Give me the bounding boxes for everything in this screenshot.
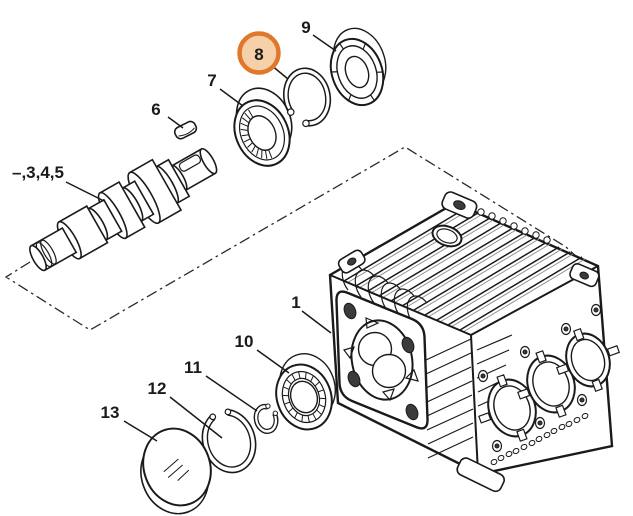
housing-bolt-holes	[477, 303, 602, 453]
callout-3-4-5[interactable]: –,3,4,5	[12, 163, 105, 202]
retaining-ring-drawing	[282, 67, 332, 128]
bearing-10-drawing	[275, 353, 336, 431]
callout-label-10: 10	[235, 332, 254, 351]
leader-line	[65, 181, 105, 202]
leader-line	[219, 88, 244, 107]
callout-label-1: 1	[291, 293, 300, 312]
leader-line	[205, 375, 258, 412]
callout-6[interactable]: 6	[151, 100, 184, 129]
leader-line	[256, 349, 290, 374]
cover-cap-drawing	[140, 427, 212, 515]
filler-plug	[431, 224, 463, 248]
cylinder-bore	[555, 327, 621, 393]
mounting-lug	[337, 249, 366, 274]
leader-line	[123, 420, 158, 442]
leader-line	[312, 34, 337, 52]
snap-ring-drawing	[201, 408, 257, 474]
housing-foot	[456, 457, 505, 493]
callout-13[interactable]: 13	[101, 403, 158, 442]
needle-rollers	[240, 109, 273, 159]
pump-housing-drawing	[328, 191, 621, 493]
callout-9[interactable]: 9	[301, 18, 337, 52]
mounting-lug	[441, 191, 478, 219]
callout-label-12: 12	[148, 379, 167, 398]
leader-line	[169, 396, 223, 439]
key-drawing	[173, 120, 198, 140]
callout-label-13: 13	[101, 403, 120, 422]
callout-10[interactable]: 10	[235, 332, 290, 374]
needle-bearing-drawing	[233, 87, 293, 167]
highlight-ring	[237, 31, 281, 75]
flange-bolt-hole	[343, 302, 357, 320]
callout-label-7: 7	[207, 71, 216, 90]
callout-8-highlighted[interactable]: 8	[237, 31, 289, 80]
mounting-boss	[569, 263, 600, 288]
bearing-cage	[331, 43, 383, 101]
phantom-assembly-line	[4, 146, 581, 331]
leader-line	[167, 116, 184, 129]
bearing-9-drawing	[329, 27, 387, 107]
cap-stamp-marks	[163, 458, 190, 481]
callout-label-8: 8	[254, 45, 263, 64]
callout-11[interactable]: 11	[184, 358, 258, 412]
flange-bolt-hole	[401, 336, 415, 354]
callout-7[interactable]: 7	[207, 71, 244, 107]
bearing-rollers	[282, 371, 326, 423]
callout-12[interactable]: 12	[148, 379, 223, 439]
camshaft-drawing	[29, 147, 218, 272]
top-rib-row	[477, 208, 551, 244]
callout-1[interactable]: 1	[291, 293, 332, 334]
callout-label-9: 9	[301, 18, 310, 37]
flange-bolt-hole	[347, 370, 361, 388]
front-flange	[335, 290, 429, 430]
flange-bolt-hole	[405, 403, 419, 421]
callout-label-6: 6	[151, 100, 160, 119]
bottom-rib-strip	[490, 412, 589, 466]
leader-line	[301, 310, 332, 334]
callout-label-11: 11	[184, 358, 202, 377]
circlip-drawing	[253, 403, 279, 434]
callout-label-345: –,3,4,5	[12, 163, 64, 182]
side-ribs	[425, 338, 474, 459]
